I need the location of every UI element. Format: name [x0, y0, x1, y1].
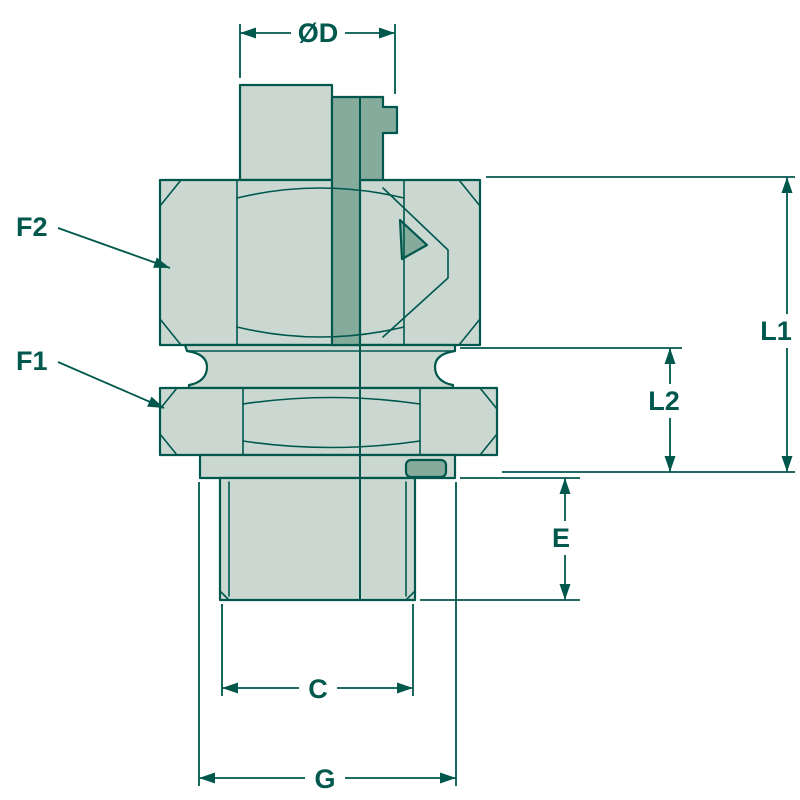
dimension-l1: L1 [486, 176, 799, 473]
hex-nut-f2 [158, 178, 482, 347]
c-dimension-label: C [308, 674, 328, 704]
washer [198, 453, 457, 480]
cone-section [398, 218, 429, 261]
stud-chamfer-lines [219, 590, 416, 601]
f2-dimension-label: F2 [16, 212, 48, 242]
dimension-od: ØD [239, 18, 396, 94]
dimension-l2: L2 [460, 347, 688, 472]
dimension-f2: F2 [16, 212, 171, 269]
dimension-c: C [221, 604, 414, 706]
hex-facet-lines [236, 179, 421, 456]
seal-ring [404, 458, 448, 479]
dimension-f1: F1 [16, 346, 165, 409]
detail-lines [159, 97, 498, 601]
tube-body [238, 83, 334, 182]
section-cut-wall [330, 95, 399, 347]
section-cut-shapes [330, 95, 448, 479]
g-label-bg [305, 762, 345, 796]
f2-leader-line [57, 227, 171, 269]
dimension-g: G [198, 482, 457, 796]
dimension-e: E [420, 477, 580, 601]
l1-label-bg [753, 314, 799, 348]
thread-depth-lines [228, 481, 407, 597]
e-label-bg [545, 521, 577, 555]
c-label-bg [299, 672, 337, 706]
f1-dimension-label: F1 [16, 346, 48, 376]
e-dimension-label: E [552, 523, 570, 553]
hex-face-arcs [236, 187, 421, 449]
od-label-bg [291, 18, 345, 48]
g-dimension-label: G [314, 764, 335, 794]
part-body-shapes [158, 83, 499, 602]
cone-lines [382, 187, 449, 338]
od-dimension-label: ØD [298, 18, 339, 48]
l1-dimension-label: L1 [760, 316, 792, 346]
l2-dimension-label: L2 [648, 386, 680, 416]
g-extension-lines [198, 482, 457, 786]
l1-extension-lines [486, 176, 795, 473]
l2-label-bg [640, 384, 688, 418]
c-extension-lines [221, 604, 414, 696]
hex-chamfer-lines [159, 179, 498, 456]
threaded-stud [218, 476, 417, 602]
f1-leader-line [57, 361, 165, 409]
locknut-f1 [158, 386, 499, 457]
